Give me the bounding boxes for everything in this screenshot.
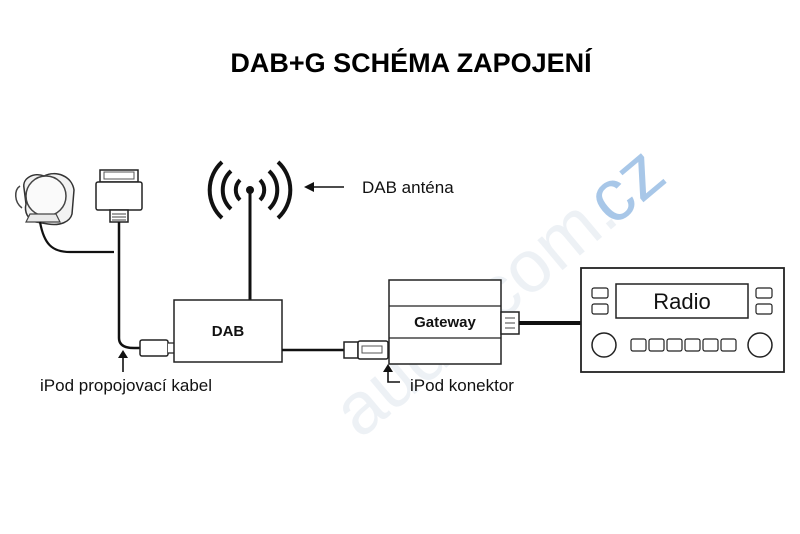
radio-right-button-bottom — [755, 303, 773, 315]
antenna-icon — [207, 160, 293, 300]
ipod-connector-label: iPod konektor — [410, 376, 514, 395]
antenna-arrow-icon — [304, 182, 344, 192]
page-title: DAB+G SCHÉMA ZAPOJENÍ — [230, 47, 593, 78]
radio-preset-buttons — [630, 338, 737, 352]
ipod-cable-label: iPod propojovací kabel — [40, 376, 212, 395]
ipod-30pin-plug-icon — [95, 169, 143, 223]
radio-unit: Radio — [580, 267, 785, 373]
radio-right-button-top — [755, 287, 773, 299]
radio-left-button-top — [591, 287, 609, 299]
gateway-input-connector-icon — [343, 340, 389, 360]
ipod-cable-arrow-icon — [118, 350, 128, 372]
gateway-module-label: Gateway — [414, 314, 476, 331]
gateway-module: Gateway — [388, 279, 520, 365]
dab-module-label: DAB — [212, 323, 245, 340]
radio-display-label: Radio — [653, 289, 710, 314]
radio-volume-knob-icon — [591, 332, 617, 358]
dab-module: DAB — [173, 299, 283, 363]
ipod-connector-arrow-icon — [383, 364, 400, 383]
ipod-dock-icon — [15, 172, 114, 254]
antenna-label: DAB anténa — [362, 178, 454, 197]
radio-tune-knob-icon — [747, 332, 773, 358]
ipod-cable-line — [117, 222, 142, 350]
radio-left-button-bottom — [591, 303, 609, 315]
